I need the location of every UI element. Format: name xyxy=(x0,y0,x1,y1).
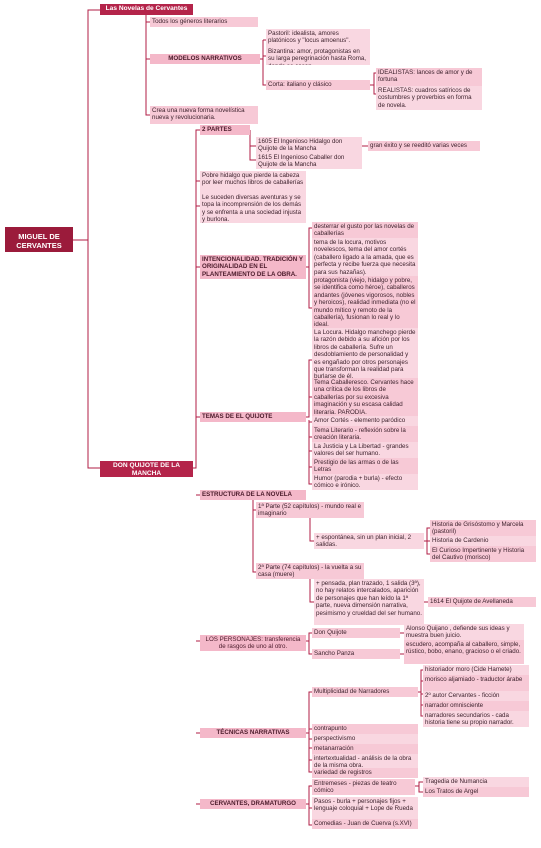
gran-exito-node: gran éxito y se reeditó varias veces xyxy=(368,141,480,151)
intencionalidad-node: INTENCIONALIDAD. TRADICIÓN Y ORIGINALIDA… xyxy=(200,255,306,279)
historia-0: Historia de Grisóstomo y Marcela (pastor… xyxy=(430,520,536,536)
tecnica-item-4: variedad de registros xyxy=(312,768,418,778)
entremeses-node: Entremeses - piezas de teatro cómico xyxy=(312,779,415,795)
suceden-aventuras-node: Le suceden diversas aventuras y se topa … xyxy=(200,193,306,223)
tema-item-0: La Locura. Hidalgo manchego pierde la ra… xyxy=(312,328,418,378)
parte2-node: 2ª Parte (74 capítulos) - la vuelta a su… xyxy=(256,563,364,579)
tragedia-1: Los Tratos de Argel xyxy=(423,787,529,797)
narrador-3: narrador omnisciente xyxy=(423,701,529,711)
parte2-detail-node: + pensada, plan trazado, 1 salida (3ª), … xyxy=(314,579,424,625)
tecnica-item-2: metanarración xyxy=(312,744,418,754)
tema-item-2: Amor Cortés - elemento paródico xyxy=(312,416,418,426)
multiplicidad-node: Multiplicidad de Narradores xyxy=(312,687,418,697)
tema-item-4: La Justicia y La Libertad - grandes valo… xyxy=(312,442,418,458)
realistas-node: REALISTAS: cuadros satíricos de costumbr… xyxy=(376,86,482,110)
estructura-node: ESTRUCTURA DE LA NOVELA xyxy=(200,490,306,500)
corta-node: Corta: italiano y clásico xyxy=(266,80,370,90)
parte1-detail-node: + espontánea, sin un plan inicial, 2 sal… xyxy=(314,533,424,549)
historia-1: Historia de Cardenio xyxy=(430,536,536,546)
tecnicas-node: TÉCNICAS NARRATIVAS xyxy=(200,728,306,738)
tecnica-item-0: contrapunto xyxy=(312,724,418,734)
idealistas-node: IDEALISTAS: lances de amor y de fortuna xyxy=(376,68,482,86)
quijote-detail-node: Alonso Quijano , defiende sus ideas y mu… xyxy=(404,624,524,640)
narrador-2: 2º autor Cervantes - ficción xyxy=(423,691,529,701)
historia-2: El Curioso Impertinente y Historia del C… xyxy=(430,546,536,562)
tema-item-6: Humor (parodia + burla) - efecto cómico … xyxy=(312,474,418,490)
temas-node: TEMAS DE EL QUIJOTE xyxy=(200,412,306,422)
tecnica-item-1: perspectivismo xyxy=(312,734,418,744)
pasos-node: Pasos - burla + personajes fijos + lengu… xyxy=(312,797,418,819)
intencion-item-0: desterrar el gusto por las novelas de ca… xyxy=(312,222,418,238)
narrador-0: historiador moro (Cide Hamete) xyxy=(423,665,529,675)
tragedia-0: Tragedia de Numancia xyxy=(423,777,529,787)
dramaturgo-node: CERVANTES, DRAMATURGO xyxy=(200,799,306,809)
narrador-4: narradores secundarios - cada historia t… xyxy=(423,711,529,727)
avellaneda-node: 1614 El Quijote de Avellaneda xyxy=(428,597,536,607)
narrador-1: morisco aljamiado - traductor árabe xyxy=(423,675,529,691)
intencion-item-1: tema de la locura, motivos novelescos, t… xyxy=(312,238,418,276)
tema-item-5: Prestigio de las armas o de las Letras xyxy=(312,458,418,474)
sancho-detail-node: escudero, acompaña al caballero, simple,… xyxy=(404,640,524,664)
root-node: MIGUEL DE CERVANTES xyxy=(5,227,73,252)
pastoril-node: Pastoril: idealista, amores platónicos y… xyxy=(266,29,370,47)
parte-1615-node: 1615 El Ingenioso Caballer don Quijote d… xyxy=(256,153,362,169)
parte1-node: 1ª Parte (52 capítulos) - mundo real e i… xyxy=(256,502,364,518)
novelas-node: Las Novelas de Cervantes xyxy=(100,4,193,15)
intencion-item-2: protagonista (viejo, hidalgo y pobre, se… xyxy=(312,276,418,328)
modelos-narrativos-node: MODELOS NARRATIVOS xyxy=(150,54,260,64)
pobre-hidalgo-node: Pobre hidalgo que pierde la cabeza por l… xyxy=(200,171,306,193)
tema-item-3: Tema Literario - reflexión sobre la crea… xyxy=(312,426,418,442)
personajes-node: LOS PERSONAJES: transferencia de rasgos … xyxy=(200,635,306,651)
quijote-node: DON QUIJOTE DE LA MANCHA xyxy=(100,461,193,477)
todos-generos-node: Todos los géneros literarios xyxy=(150,17,258,27)
parte-1605-node: 1605 El Ingenioso Hidalgo don Quijote de… xyxy=(256,137,362,153)
tema-item-1: Tema Caballeresco. Cervantes hace una cr… xyxy=(312,378,418,416)
dos-partes-node: 2 PARTES xyxy=(200,125,250,135)
don-quijote-node: Don Quijote xyxy=(312,628,400,638)
comedias-node: Comedias - Juan de Cuerva (s.XVI) xyxy=(312,819,418,829)
bizantina-node: Bizantina: amor, protagonistas en su lar… xyxy=(266,47,370,65)
sancho-node: Sancho Panza xyxy=(312,649,400,659)
crea-node: Crea una nueva forma novelística nueva y… xyxy=(150,106,258,124)
tecnica-item-3: intertextualidad - análisis de la obra d… xyxy=(312,754,418,768)
